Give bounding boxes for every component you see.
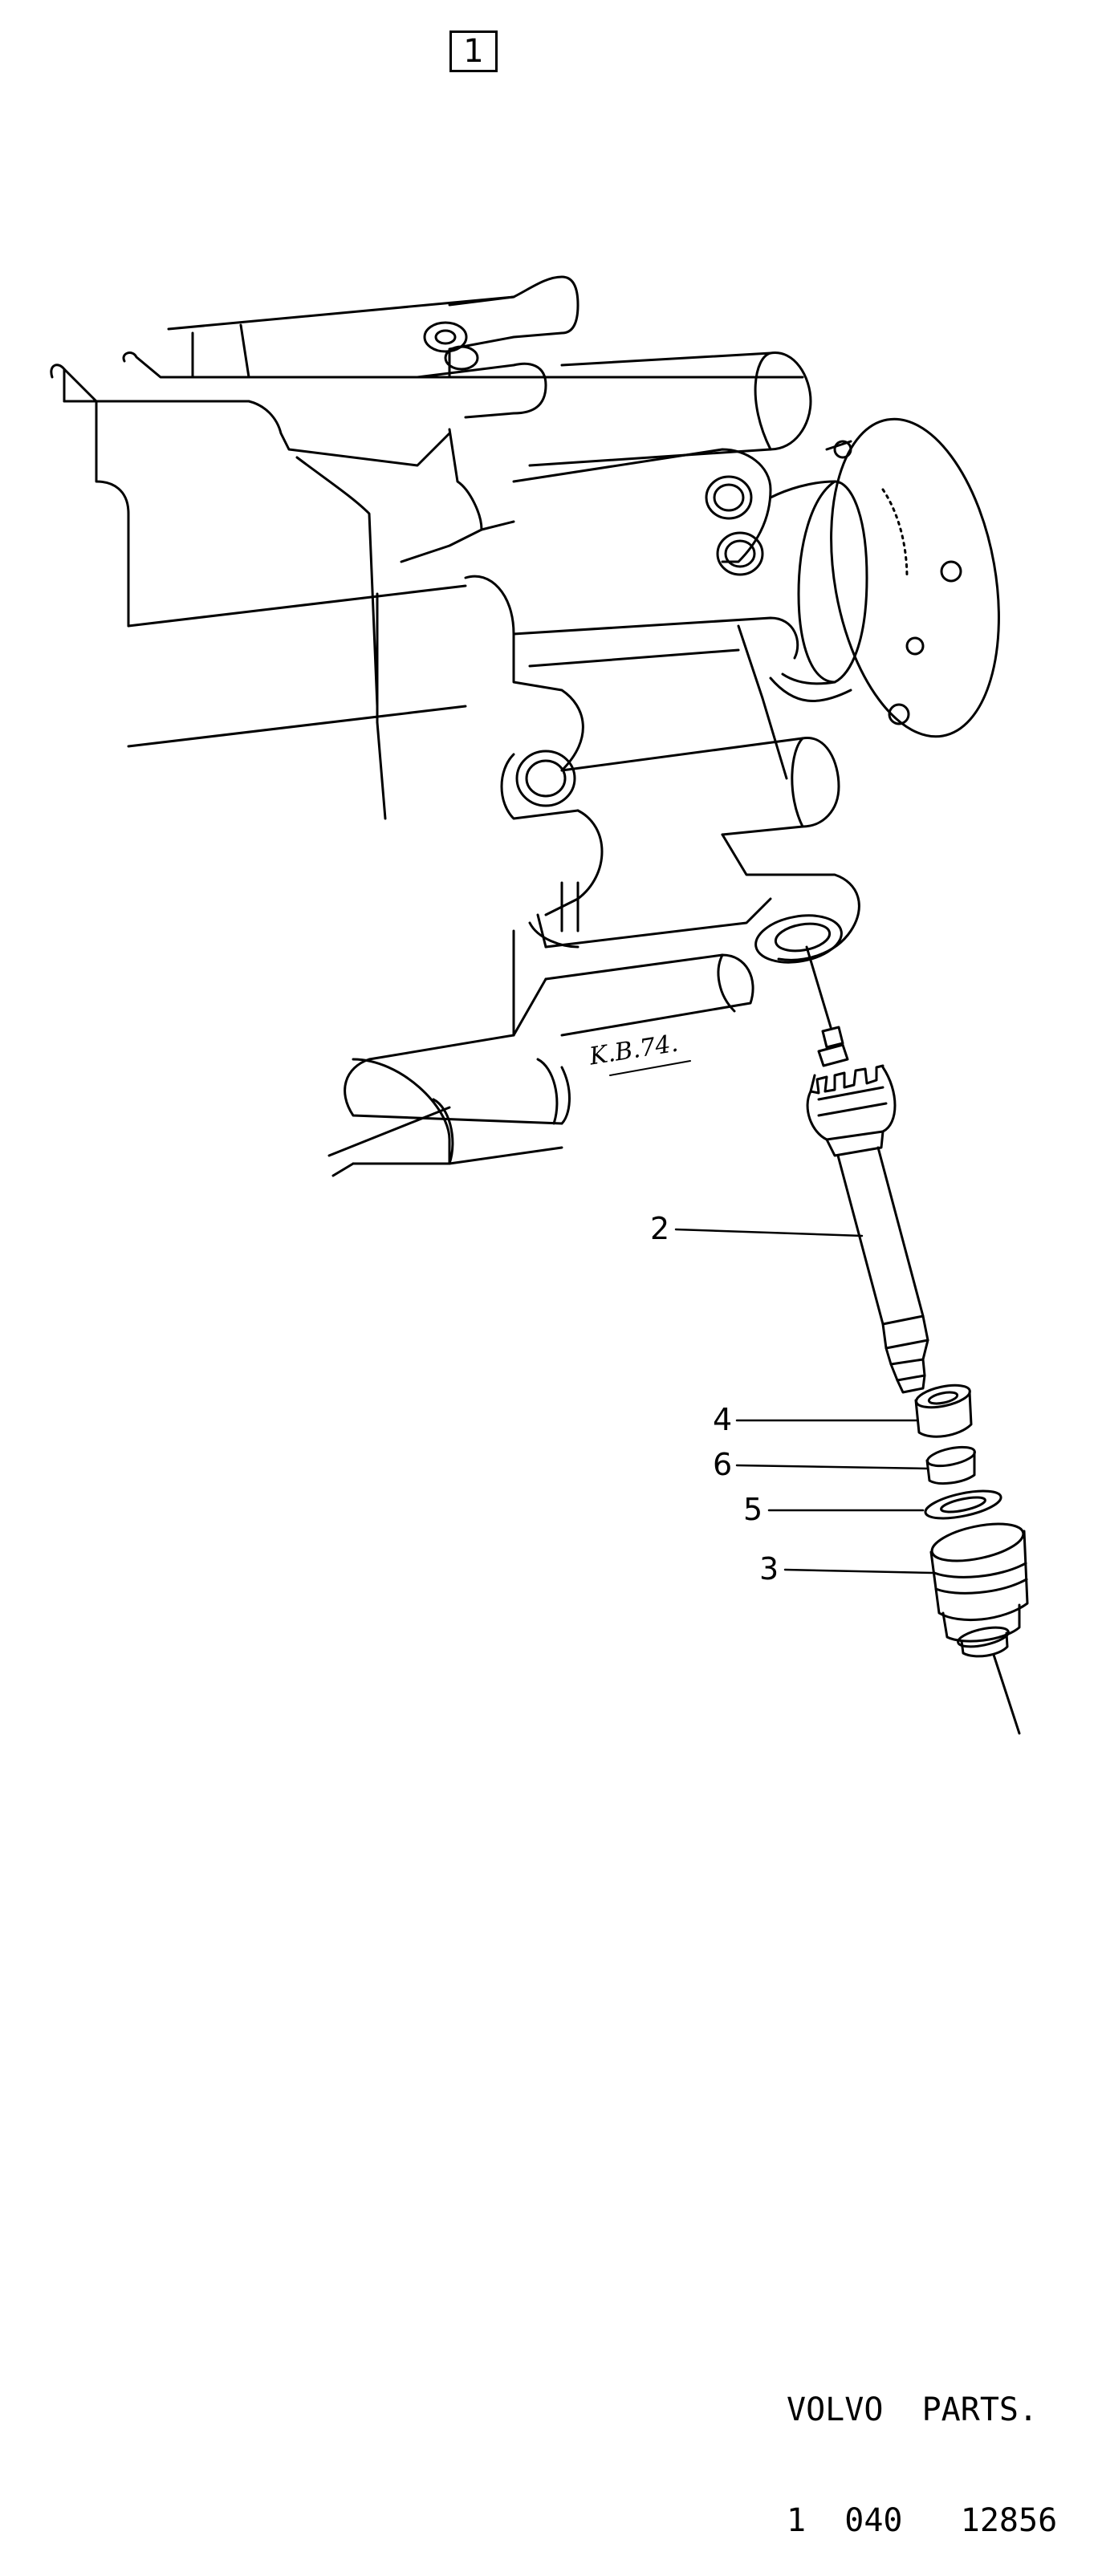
callout-2: 2 — [650, 1211, 670, 1246]
gearbox-housing — [50, 275, 1000, 1177]
leader-lines — [674, 1228, 934, 1574]
catalog-number-line: 1 040 12856 — [787, 2502, 1058, 2539]
catalog-brand-line: VOLVO PARTS. — [787, 2391, 1039, 2428]
callout-5: 5 — [743, 1492, 763, 1527]
catalog-reference: VOLVO PARTS. 1 040 12856 — [787, 2318, 1057, 2576]
ring-part — [925, 1445, 976, 1485]
frame-number: 1 — [463, 33, 484, 70]
drive-shaft-gear — [805, 945, 929, 1394]
washer-part — [924, 1489, 1002, 1520]
frame-number-box: 1 — [449, 30, 498, 72]
callout-3: 3 — [759, 1551, 779, 1587]
signature-mark — [609, 1060, 691, 1076]
bearing-housing-part — [929, 1522, 1029, 1735]
bushing-part — [914, 1383, 973, 1438]
leader-line-6 — [735, 1464, 929, 1470]
leader-line-2 — [674, 1228, 864, 1237]
callout-4: 4 — [713, 1402, 733, 1437]
exploded-parts-diagram — [50, 275, 1029, 1735]
callout-6: 6 — [713, 1447, 733, 1482]
leader-line-3 — [783, 1568, 934, 1574]
